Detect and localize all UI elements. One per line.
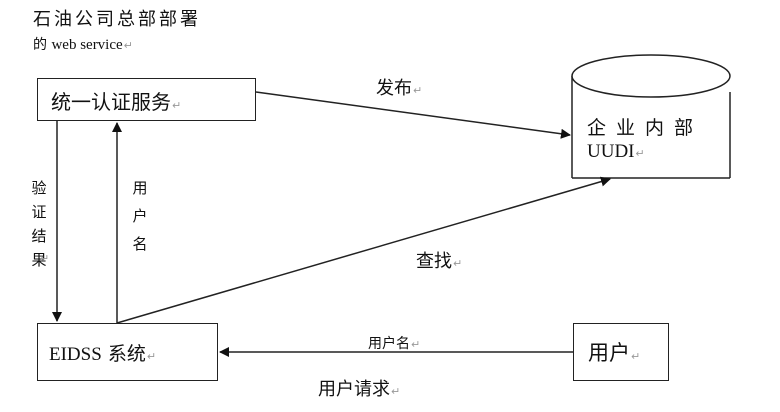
node-uddi-label-line2: UUDI↵ — [587, 141, 645, 162]
return-mark-icon: ↵ — [391, 385, 401, 398]
return-mark-icon: ↵ — [411, 338, 421, 351]
node-user: 用户↵ — [573, 323, 669, 381]
node-eidss-system: EIDSS 系统↵ — [37, 323, 218, 381]
diagram-subtitle: 的 web service↵ — [33, 34, 133, 54]
edge-label-lookup: 查找↵ — [416, 251, 463, 272]
return-mark-icon: ↵ — [453, 257, 463, 270]
return-mark-icon: ↵ — [40, 252, 50, 265]
edge-lookup — [116, 176, 611, 324]
node-eidss-label: EIDSS 系统↵ — [49, 343, 157, 365]
return-mark-icon: ↵ — [146, 350, 157, 363]
node-user-label: 用户↵ — [588, 341, 641, 365]
return-mark-icon: ↵ — [123, 39, 133, 52]
edge-label-verify-result: 验证结果 — [31, 179, 47, 269]
return-mark-icon: ↵ — [631, 350, 641, 363]
edge-label-publish: 发布↵ — [376, 78, 423, 99]
edge-publish — [255, 91, 571, 139]
node-uddi-label-line1: 企业内部 — [587, 117, 704, 139]
node-auth-service: 统一认证服务↵ — [37, 78, 256, 121]
caption-user-request: 用户请求↵ — [318, 379, 401, 400]
subtitle-web-service: web service — [51, 37, 123, 53]
return-mark-icon: ↵ — [172, 99, 182, 112]
edge-label-username-horizontal: 用户名↵ — [368, 336, 421, 352]
return-mark-icon: ↵ — [413, 84, 423, 97]
return-mark-icon: ↵ — [635, 148, 645, 160]
subtitle-prefix: 的 — [33, 37, 47, 53]
diagram-title: 石油公司总部部署 — [33, 9, 201, 30]
uddi-cylinder-shape — [571, 54, 731, 179]
edge-label-username-vertical: 用户名 — [132, 179, 148, 253]
node-auth-service-label: 统一认证服务↵ — [51, 90, 182, 114]
